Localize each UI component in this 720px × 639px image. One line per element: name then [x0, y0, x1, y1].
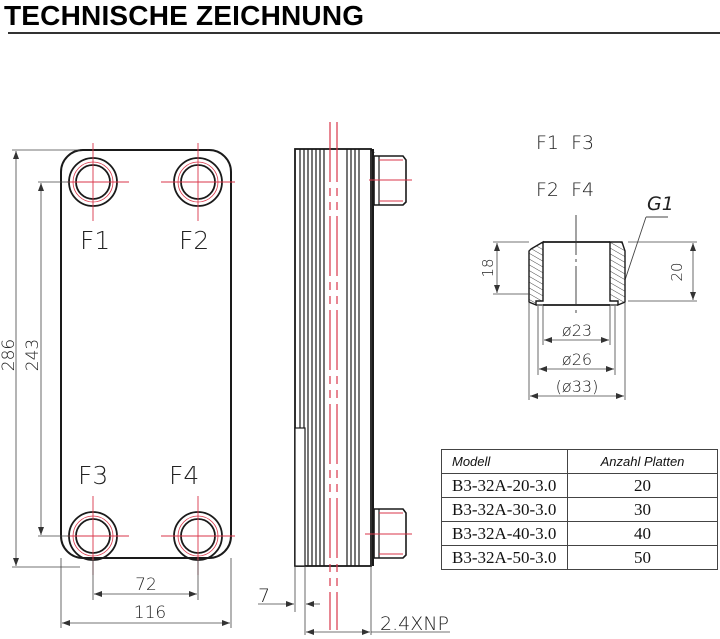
dimension-2-4xnp: 2.4XNP [306, 566, 450, 635]
port-label-f3: F3 [78, 461, 108, 490]
dimension-18: 18 [479, 241, 529, 295]
title-underline [8, 32, 720, 34]
dimension-diameter-33: (ø33) [528, 303, 626, 400]
dimension-diameter-26: ø26 [537, 306, 616, 375]
dimension-7: 7 [258, 566, 320, 635]
dimension-116: 116 [60, 558, 232, 628]
svg-text:18: 18 [479, 258, 497, 277]
model-spec-table: Modell Anzahl Platten B3-32A-20-3.0 20 B… [441, 449, 718, 570]
dimension-286: 286 [0, 149, 80, 568]
page-title: TECHNISCHE ZEICHNUNG [4, 0, 365, 31]
ports-label-top: F1 F3 [536, 132, 594, 154]
table-row: B3-32A-30-3.0 30 [441, 497, 718, 522]
svg-text:243: 243 [23, 339, 43, 371]
svg-text:116: 116 [134, 603, 166, 623]
dimension-diameter-23: ø23 [542, 306, 611, 345]
port-f1 [67, 143, 129, 221]
port-label-f1: F1 [80, 226, 110, 255]
model-cell: B3-32A-40-3.0 [441, 521, 568, 546]
svg-text:286: 286 [0, 339, 19, 371]
column-header-model: Modell [441, 449, 568, 474]
model-cell: B3-32A-20-3.0 [441, 473, 568, 498]
connection-detail: F1 F3 F2 F4 G1 18 [479, 132, 697, 400]
table-row: B3-32A-20-3.0 20 [441, 473, 718, 498]
plates-cell: 20 [567, 473, 718, 498]
dimension-20: 20 [628, 241, 697, 302]
top-connection-stud [369, 155, 412, 206]
thread-label: G1 [647, 193, 674, 215]
model-cell: B3-32A-50-3.0 [441, 545, 568, 570]
model-cell: B3-32A-30-3.0 [441, 497, 568, 522]
svg-text:72: 72 [135, 575, 157, 595]
svg-text:(ø33): (ø33) [556, 377, 599, 396]
side-view: 7 2.4XNP [258, 122, 450, 635]
plates-cell: 30 [567, 497, 718, 522]
svg-text:20: 20 [668, 262, 686, 281]
bottom-connection-stud [365, 508, 412, 559]
svg-text:7: 7 [258, 585, 270, 607]
plate-outline [60, 149, 232, 559]
table-header-row: Modell Anzahl Platten [441, 449, 718, 474]
svg-text:ø26: ø26 [562, 350, 592, 369]
ports-label-bottom: F2 F4 [536, 179, 594, 201]
plates-cell: 50 [567, 545, 718, 570]
front-view: F1 F2 F3 F4 286 243 72 1 [0, 143, 235, 628]
port-f2 [161, 143, 235, 221]
plates-cell: 40 [567, 521, 718, 546]
port-label-f4: F4 [169, 461, 199, 490]
port-label-f2: F2 [179, 226, 209, 255]
dimension-243: 243 [23, 181, 70, 537]
column-header-plates: Anzahl Platten [567, 449, 718, 474]
fitting-section [528, 215, 626, 315]
svg-text:2.4XNP: 2.4XNP [380, 613, 449, 635]
table-row: B3-32A-50-3.0 50 [441, 545, 718, 570]
port-f3 [67, 496, 129, 575]
table-row: B3-32A-40-3.0 40 [441, 521, 718, 546]
dimension-72: 72 [92, 560, 199, 600]
svg-text:ø23: ø23 [562, 321, 592, 340]
